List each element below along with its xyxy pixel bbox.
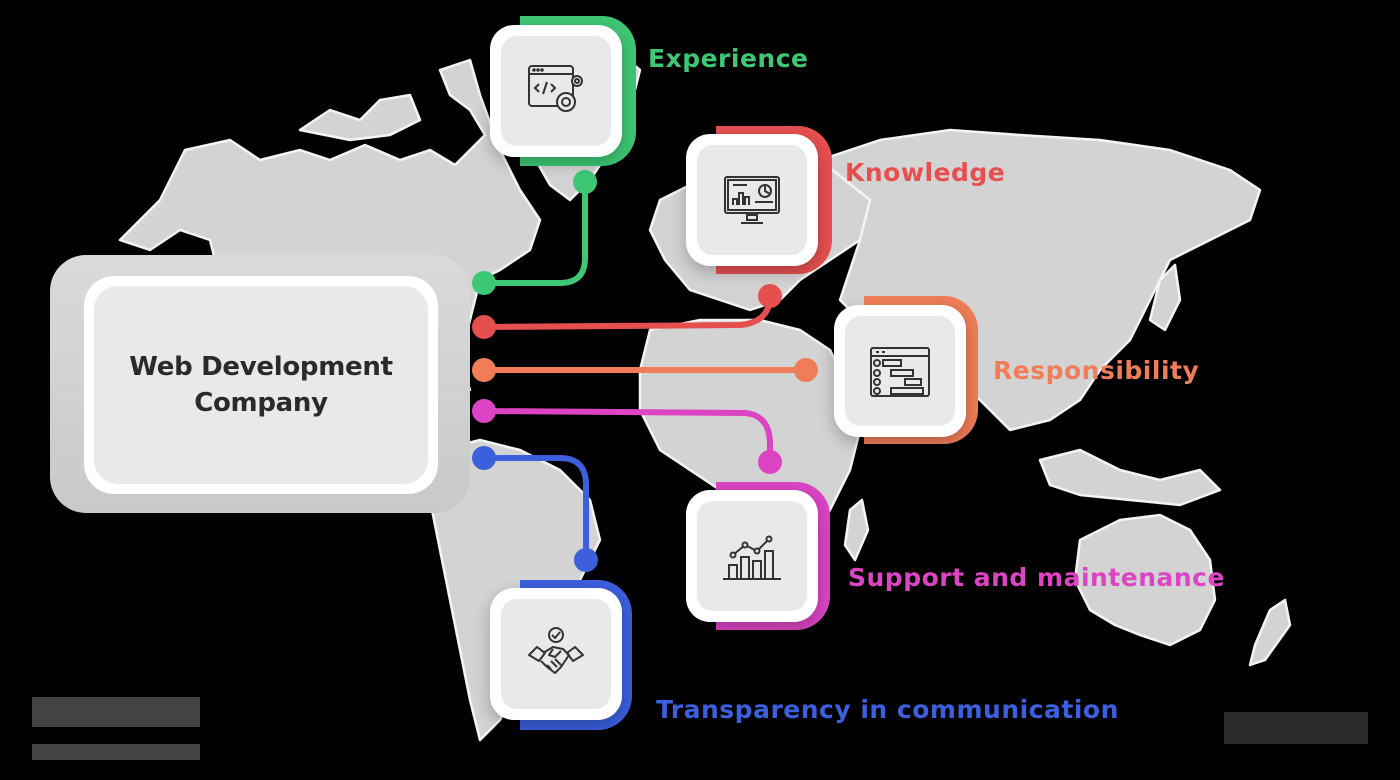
code-window-gear-icon [528,65,583,112]
new-zealand [1248,598,1292,667]
left-logo-mark [32,697,200,727]
center-title-line2: Company [194,388,328,418]
southeast-asia-islands [1038,448,1222,507]
transparency-card [490,588,622,720]
responsibility-label: Responsibility [993,356,1200,385]
dot-knowledge-start [472,315,496,339]
connector-transparency [481,455,589,563]
dot-support-end [758,450,782,474]
left-logo-tagline [32,744,200,760]
dot-responsibility-start [472,358,496,382]
dot-support-start [472,399,496,423]
responsibility-card [834,305,966,437]
dot-transparency-end [574,548,598,572]
center-box: Web Development Company [94,286,428,484]
transparency-label: Transparency in communication [656,695,1119,724]
support-card [686,490,818,622]
connector-support [481,408,773,465]
experience-label: Experience [648,44,809,73]
center-title: Web Development Company [129,349,393,421]
growth-bar-chart-icon [723,535,781,580]
connector-knowledge [481,293,773,330]
knowledge-label: Knowledge [845,158,1006,187]
monitor-analytics-icon [724,176,780,224]
australia [1073,513,1217,647]
right-logo-mark [1224,712,1368,744]
handshake-check-icon [528,627,584,674]
center-title-line1: Web Development [129,352,393,382]
arctic-islands [298,93,422,142]
task-list-gantt-icon [870,347,930,397]
madagascar [843,498,870,562]
connector-experience [481,179,588,286]
dot-experience-start [472,271,496,295]
dot-experience-end [573,170,597,194]
knowledge-card [686,134,818,266]
dot-responsibility-end [794,358,818,382]
support-label: Support and maintenance [848,563,1225,592]
experience-card [490,25,622,157]
dot-knowledge-end [758,284,782,308]
japan [1148,263,1182,332]
dot-transparency-start [472,446,496,470]
